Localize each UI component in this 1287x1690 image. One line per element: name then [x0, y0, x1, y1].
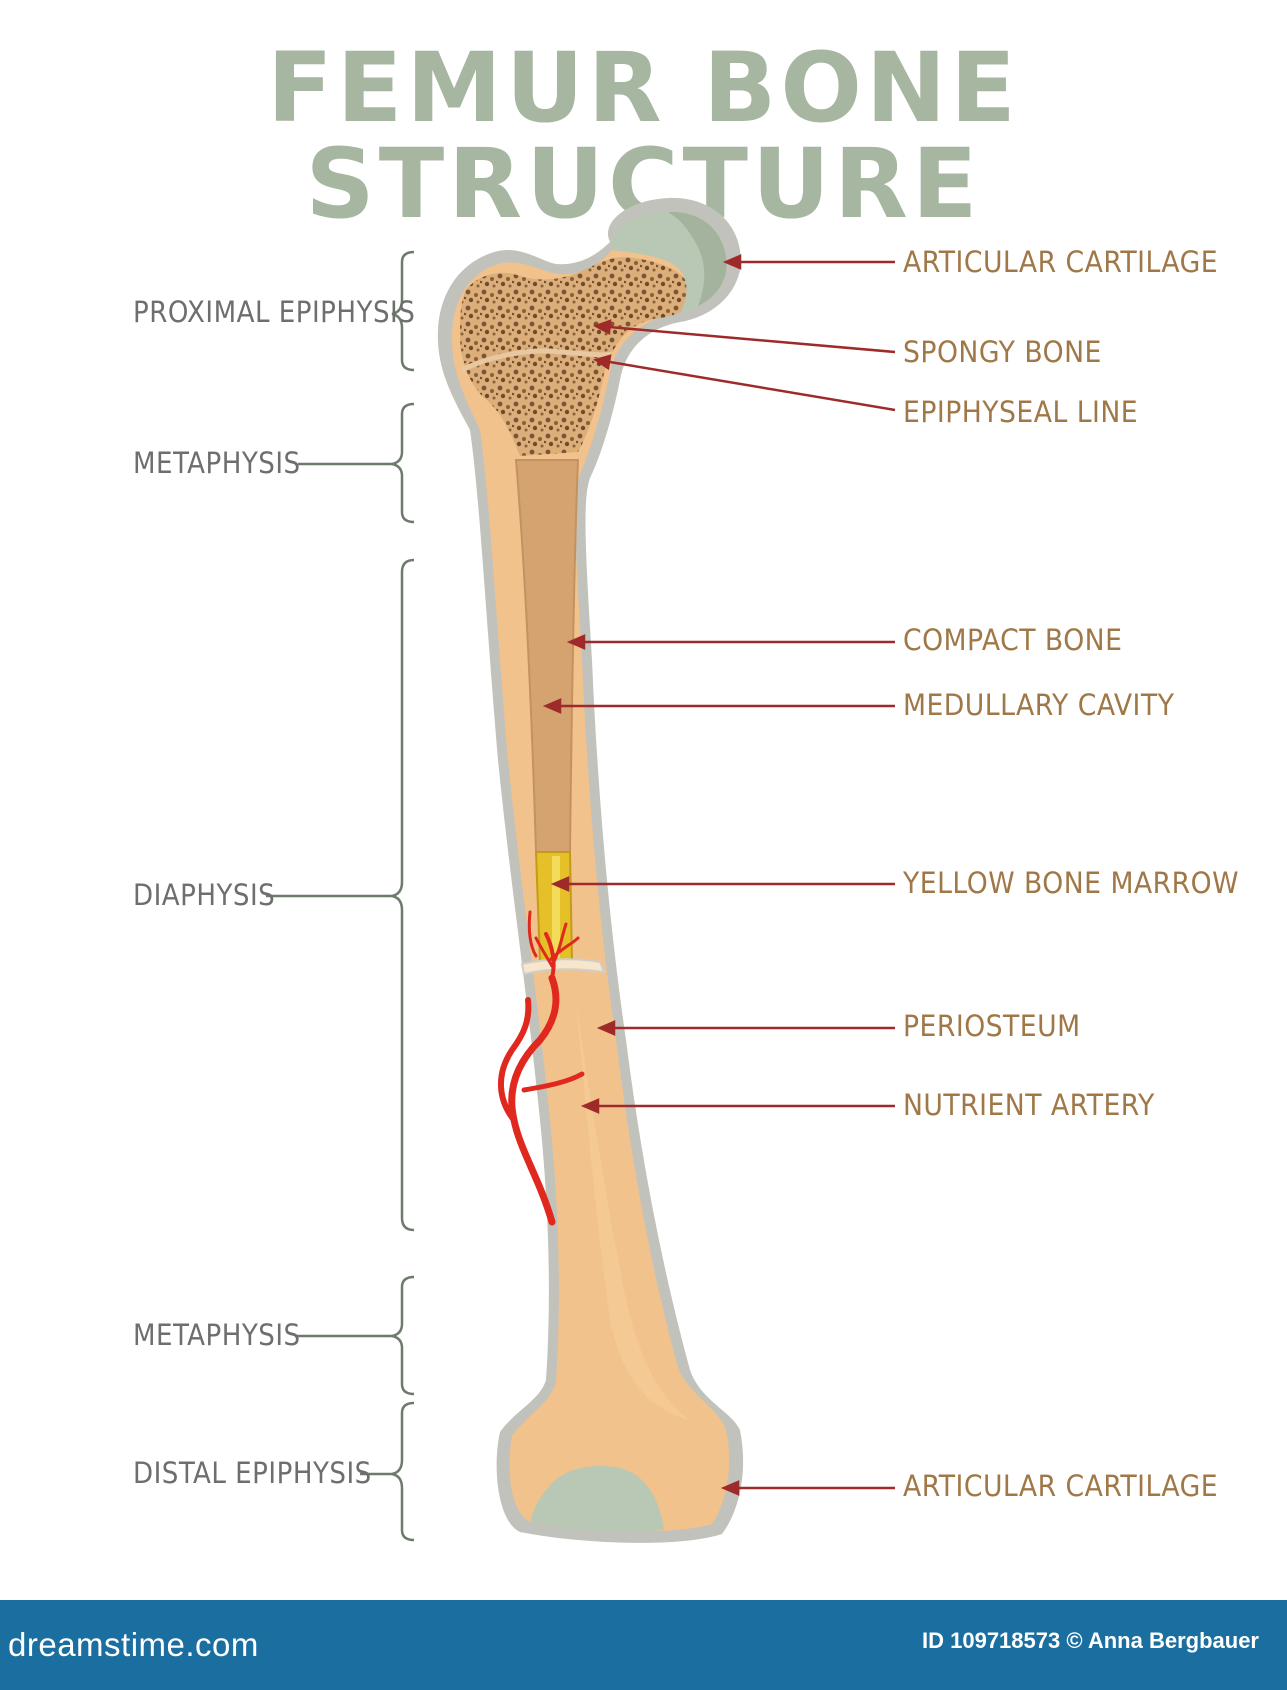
shaft-highlight — [576, 1000, 690, 1420]
arrowhead-compact-bone — [566, 634, 586, 650]
part-label-articular-cartilage-top: ARTICULAR CARTILAGE — [903, 245, 1219, 279]
articular-cartilage-bottom — [530, 1466, 664, 1532]
region-label-diaphysis: DIAPHYSIS — [133, 878, 276, 912]
part-label-periosteum: PERIOSTEUM — [903, 1009, 1081, 1043]
part-label-compact-bone: COMPACT BONE — [903, 623, 1123, 657]
bracket-proximal-epiphysis — [391, 250, 415, 372]
part-label-yellow-bone-marrow: YELLOW BONE MARROW — [903, 866, 1239, 900]
arrowhead-articular-cartilage-bottom — [720, 1480, 740, 1496]
part-label-articular-cartilage-bottom: ARTICULAR CARTILAGE — [903, 1469, 1219, 1503]
arrowhead-periosteum — [596, 1020, 616, 1036]
arrowhead-medullary-cavity — [542, 698, 562, 714]
spongy-bone — [460, 256, 691, 456]
footer-credit: ID 109718573 © Anna Bergbauer — [922, 1628, 1259, 1653]
epiphyseal-line — [460, 348, 613, 373]
leader-lines — [542, 254, 896, 1496]
leader-epiphyseal-line — [597, 358, 896, 412]
femur-bone — [437, 197, 744, 1543]
bracket-distal-epiphysis — [391, 1401, 415, 1542]
part-label-nutrient-artery: NUTRIENT ARTERY — [903, 1088, 1155, 1122]
region-label-metaphysis-upper: METAPHYSIS — [133, 446, 301, 480]
arrowhead-spongy-bone — [592, 319, 612, 336]
part-label-medullary-cavity: MEDULLARY CAVITY — [903, 688, 1175, 722]
footer-bar: dreamstime.com ID 109718573 © Anna Bergb… — [0, 1600, 1287, 1690]
part-label-epiphyseal-line: EPIPHYSEAL LINE — [903, 395, 1139, 429]
region-label-proximal-epiphysis: PROXIMAL EPIPHYSIS — [133, 295, 416, 329]
region-label-distal-epiphysis: DISTAL EPIPHYSIS — [133, 1456, 372, 1490]
bracket-diaphysis — [391, 558, 415, 1232]
marrow-highlight — [552, 856, 560, 958]
arrowhead-articular-cartilage-top — [722, 254, 742, 270]
footer-brand[interactable]: dreamstime.com — [8, 1626, 259, 1663]
bracket-metaphysis-upper — [391, 402, 415, 524]
part-label-spongy-bone: SPONGY BONE — [903, 335, 1102, 369]
region-brackets — [266, 250, 415, 1542]
bracket-metaphysis-lower — [391, 1275, 415, 1396]
leader-spongy-bone — [597, 324, 896, 354]
femur-diagram — [266, 197, 896, 1543]
arrowhead-epiphyseal-line — [593, 354, 612, 371]
nutrient-artery — [497, 910, 585, 1226]
arrowhead-nutrient-artery — [580, 1098, 600, 1114]
arrowhead-yellow-bone-marrow — [550, 876, 570, 892]
articular-cartilage-top-shade — [668, 211, 727, 306]
diagram-title: FEMUR BONE STRUCTURE — [267, 32, 1020, 240]
region-label-metaphysis-lower: METAPHYSIS — [133, 1318, 301, 1352]
